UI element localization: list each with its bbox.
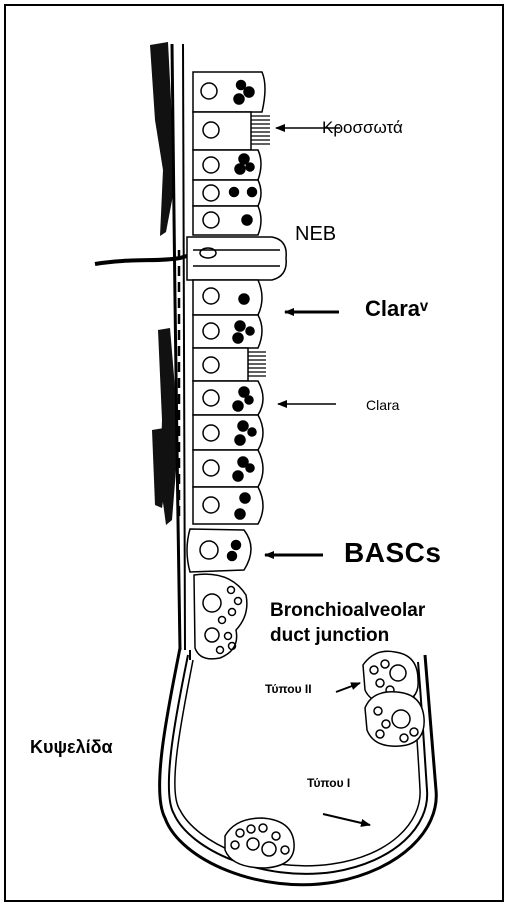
label-neb: NEB xyxy=(295,223,336,246)
label-junction: Bronchioalveolar duct junction xyxy=(270,598,425,648)
smooth-muscle-lower xyxy=(152,328,176,525)
type-ii-cells xyxy=(363,651,424,746)
label-typou-ii: Τύπου II xyxy=(265,682,312,696)
bottom-alveolar-cell xyxy=(225,818,294,868)
epithelial-cells xyxy=(187,72,286,659)
label-junction-line2: duct junction xyxy=(270,623,425,648)
label-typou-i: Τύπου I xyxy=(307,776,350,790)
arrow-typou-i xyxy=(323,814,370,825)
smooth-muscle-upper xyxy=(150,42,174,236)
label-junction-line1: Bronchioalveolar xyxy=(270,598,425,623)
label-bascs: BASCs xyxy=(344,537,441,569)
airway-wall xyxy=(172,44,190,660)
label-clara: Clara xyxy=(366,397,399,413)
label-kypselida: Κυψελίδα xyxy=(30,737,113,758)
arrow-typou-ii xyxy=(336,683,360,692)
label-krossota: Κροσσωτά xyxy=(322,118,403,138)
label-clara-v: Claraᵛ xyxy=(365,296,428,322)
